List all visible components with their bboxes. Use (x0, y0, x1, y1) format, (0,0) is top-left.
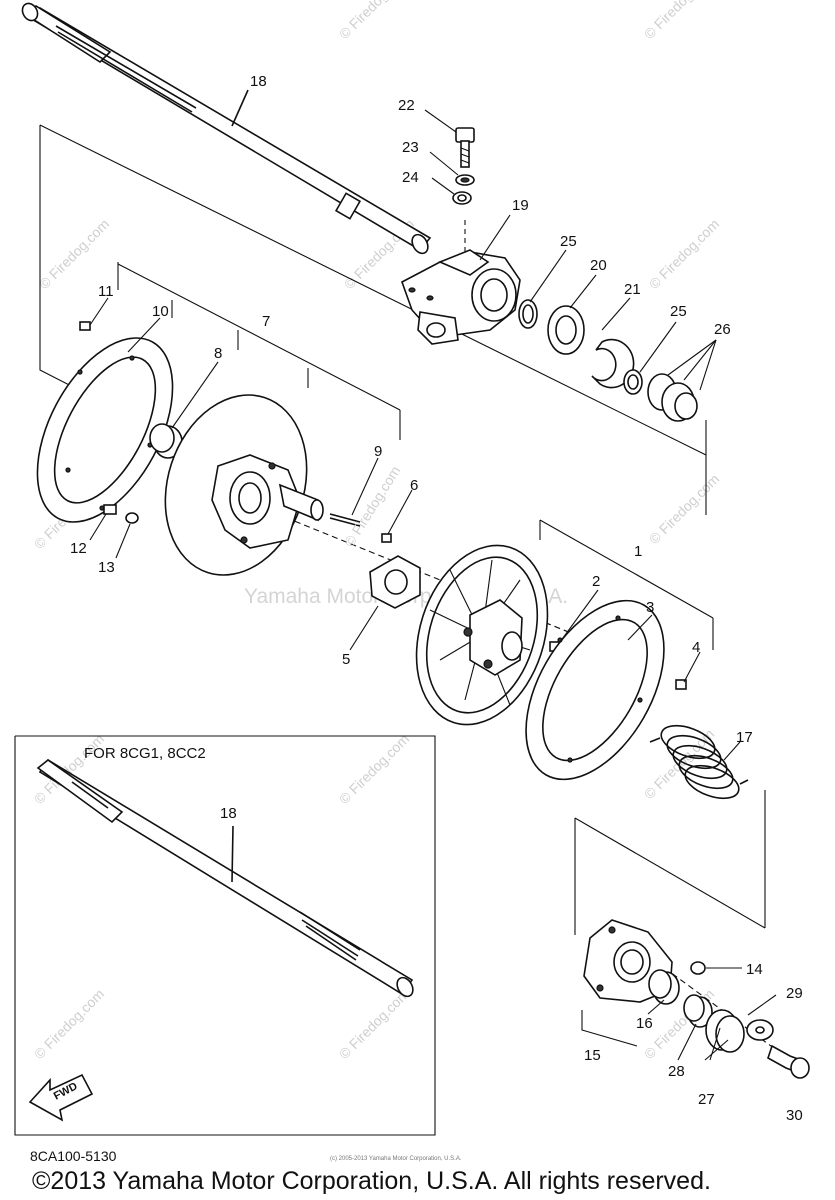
copyright-notice: ©2013 Yamaha Motor Corporation, U.S.A. A… (32, 1167, 711, 1195)
callout-25: 25 (670, 303, 687, 320)
upper-drive-shaft (21, 2, 432, 255)
callout-28: 28 (668, 1063, 685, 1080)
watermark-center: © Firedog.com (341, 463, 403, 550)
watermark-site: © Firedog.com (641, 0, 717, 42)
forward-arrow-icon: FWD (28, 1073, 94, 1122)
callout-2: 2 (592, 573, 600, 590)
fixed-sheave (164, 394, 324, 576)
callout-25: 25 (560, 233, 577, 250)
callout-5: 5 (342, 651, 350, 668)
small-hardware-left (79, 321, 183, 524)
watermark-site: © Firedog.com (36, 216, 112, 292)
callout-26: 26 (714, 321, 731, 338)
bearing-stack (518, 299, 717, 422)
callout-24: 24 (402, 169, 419, 186)
watermark-site: © Firedog.com (646, 471, 722, 547)
callout-leaders (89, 109, 742, 1061)
bearing-housing (401, 249, 521, 345)
watermark-site: © Firedog.com (336, 986, 412, 1062)
callout-18-lower: 18 (220, 805, 237, 822)
callout-13: 13 (98, 559, 115, 576)
drawing-code: 8CA100-5130 (30, 1148, 117, 1164)
lower-drive-shaft (36, 758, 414, 998)
watermark-site: © Firedog.com (31, 986, 107, 1062)
callout-23: 23 (402, 139, 419, 156)
bolt-stack (452, 127, 475, 205)
callout-labels: 18 22 23 24 19 25 20 21 25 26 11 10 7 8 … (70, 73, 803, 1124)
callout-8: 8 (214, 345, 222, 362)
right-ring-plate (525, 599, 665, 781)
callout-18: 18 (250, 73, 267, 90)
callout-12: 12 (70, 540, 87, 557)
watermark-site: © Firedog.com (336, 0, 412, 42)
callout-20: 20 (590, 257, 607, 274)
callout-19: 19 (512, 197, 529, 214)
callout-9: 9 (374, 443, 382, 460)
callout-21: 21 (624, 281, 641, 298)
callout-6: 6 (410, 477, 418, 494)
callout-7: 7 (262, 313, 270, 330)
callout-10: 10 (152, 303, 169, 320)
fine-print: (c) 2005-2013 Yamaha Motor Corporation, … (330, 1156, 462, 1162)
cam-hardware (648, 961, 810, 1079)
callout-17: 17 (736, 729, 753, 746)
callout-22: 22 (398, 97, 415, 114)
callout-30: 30 (786, 1107, 803, 1124)
left-ring-plate (36, 337, 174, 523)
variant-note: FOR 8CG1, 8CC2 (84, 745, 206, 762)
spring (649, 724, 749, 800)
callout-11: 11 (98, 283, 114, 300)
callout-14: 14 (746, 961, 763, 978)
callout-4: 4 (692, 639, 700, 656)
callout-3: 3 (646, 599, 654, 616)
callout-16: 16 (636, 1015, 653, 1032)
watermark-site: © Firedog.com (646, 216, 722, 292)
movable-sheave (415, 544, 549, 726)
callout-27: 27 (698, 1091, 715, 1108)
watermark-site: © Firedog.com (336, 731, 412, 807)
callout-29: 29 (786, 985, 803, 1002)
center-hardware (329, 513, 421, 609)
callout-1: 1 (634, 543, 642, 560)
callout-15: 15 (584, 1047, 601, 1064)
watermark-layer: © Firedog.com © Firedog.com © Firedog.co… (31, 0, 722, 1062)
